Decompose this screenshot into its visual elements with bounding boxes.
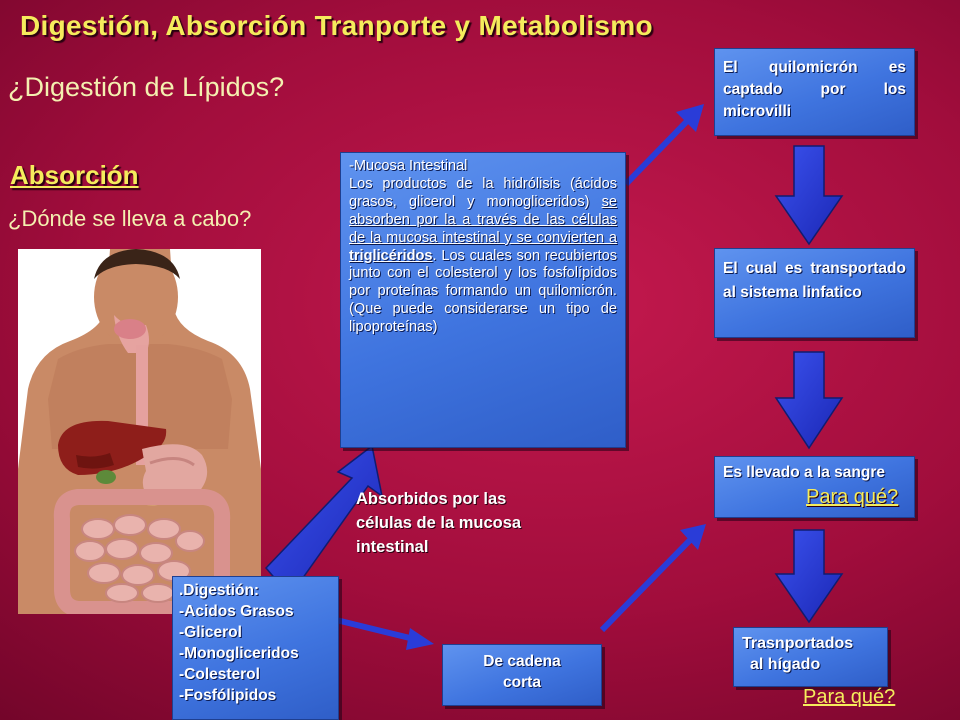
mucosa-heading: -Mucosa Intestinal [349, 158, 468, 174]
arrow-to-sangre-icon [599, 524, 706, 633]
arrow-down-3-icon [774, 529, 844, 624]
linfatico-box: El cual es transportado al sistema linfa… [714, 248, 915, 338]
higado-box: Trasnportados al hígado [733, 627, 888, 687]
anatomy-illustration [18, 249, 261, 614]
digestion-item: -Acidos Grasos [179, 603, 294, 620]
cadena-corta-box: De cadena corta [442, 644, 602, 706]
arrow-to-quilomicron-icon [623, 104, 704, 187]
cadena-corta-line1: De cadena [483, 653, 561, 670]
mucosa-body: Los productos de la hidrólisis (ácidos g… [349, 176, 617, 337]
mucosa-intestinal-box: -Mucosa Intestinal Los productos de la h… [340, 152, 626, 448]
mucosa-text-1: Los productos de la hidrólisis (ácidos g… [349, 175, 617, 210]
higado-text-line2: al hígado [750, 656, 821, 673]
mucosa-text-2: . Los cuales son recubiertos junto con e… [349, 247, 617, 336]
digestion-heading: .Digestión: [179, 582, 260, 599]
digestion-item: -Glicerol [179, 624, 242, 641]
section-title: Absorción [10, 160, 139, 190]
digestion-products-box: .Digestión: -Acidos Grasos -Glicerol -Mo… [172, 576, 339, 720]
sangre-box: Es llevado a la sangre [714, 456, 915, 518]
quilomicron-text: El quilomicrón es captado por los microv… [723, 59, 906, 120]
slide-question: ¿Digestión de Lípidos? [8, 72, 285, 102]
mucosa-text-underlined: se absorben por la a través de las célul… [349, 193, 617, 246]
sangre-text: Es llevado a la sangre [723, 464, 885, 481]
para-que-link-2[interactable]: Para qué? [803, 686, 896, 708]
digestion-item: -Fosfólipidos [179, 687, 277, 704]
slide-title: Digestión, Absorción Tranporte y Metabol… [20, 10, 653, 41]
para-que-link-1[interactable]: Para qué? [806, 486, 899, 508]
arrow-down-1-icon [774, 145, 844, 246]
cadena-corta-line2: corta [503, 674, 541, 691]
arrow-down-2-icon [774, 351, 844, 450]
mucosa-text-trigliceridos: triglicéridos [349, 247, 433, 264]
higado-text-line1: Trasnportados [742, 635, 854, 652]
absorbidos-caption: Absorbidos por las células de la mucosa … [356, 490, 522, 556]
quilomicron-box: El quilomicrón es captado por los microv… [714, 48, 915, 136]
digestion-item: -Colesterol [179, 666, 260, 683]
digestion-item: -Monogliceridos [179, 645, 299, 662]
anatomy-illustration-icon [18, 249, 261, 614]
where-question: ¿Dónde se lleva a cabo? [8, 206, 252, 231]
linfatico-text: El cual es transportado al sistema linfa… [723, 260, 906, 301]
